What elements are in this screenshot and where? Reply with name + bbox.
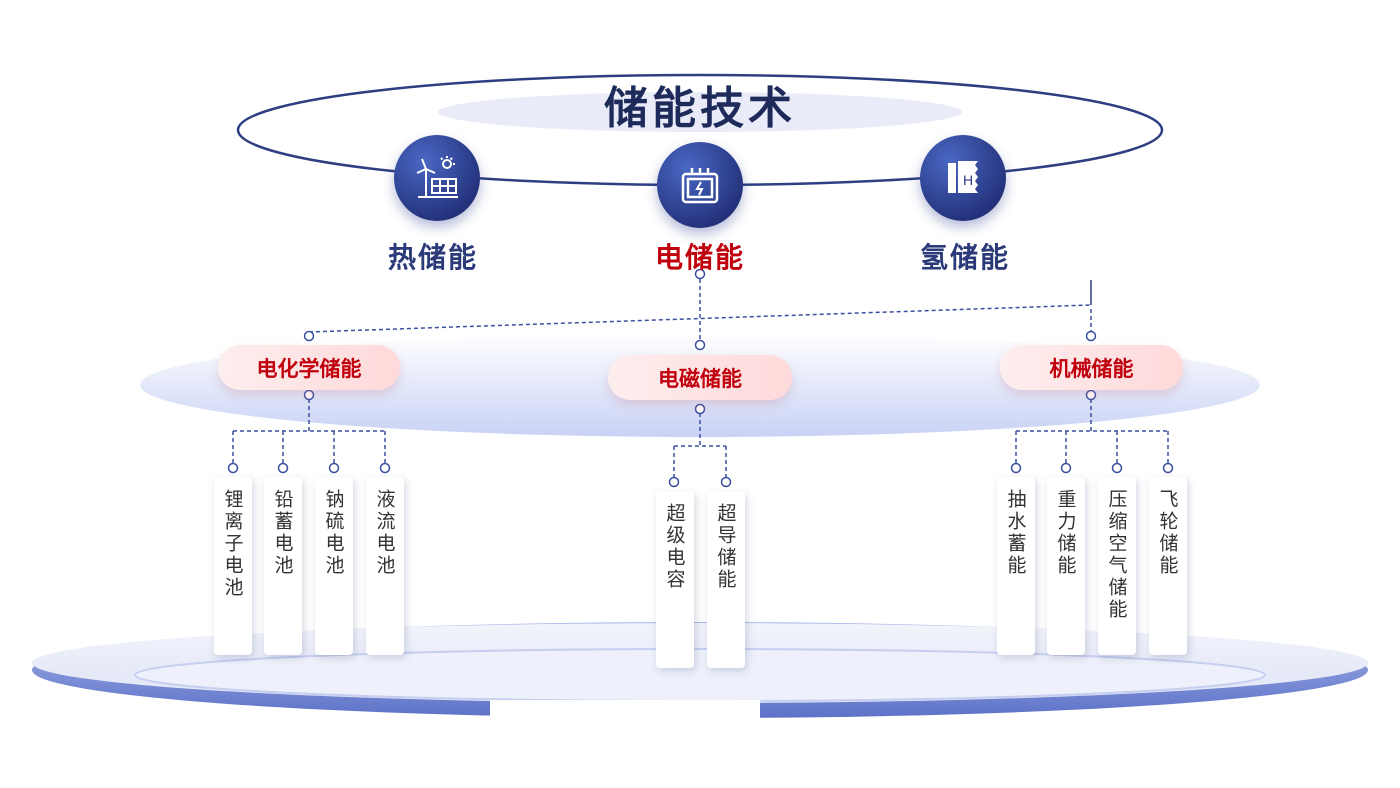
item-card: 液流电池 xyxy=(366,477,404,655)
battery-box-icon xyxy=(657,142,743,228)
wind-solar-icon xyxy=(394,135,480,221)
category-heat-storage: 热储能 xyxy=(387,241,478,274)
item-card: 铅蓄电池 xyxy=(264,477,302,655)
item-card: 超级电容 xyxy=(656,491,694,668)
hydrogen-tank-icon: H xyxy=(920,135,1006,221)
page-title: 储能技术 xyxy=(604,83,796,134)
svg-text:H: H xyxy=(963,172,973,188)
item-card: 超导储能 xyxy=(707,491,745,668)
sub-mechanical: 机械储能 xyxy=(1000,345,1183,390)
category-hydrogen-storage: 氢储能 xyxy=(919,241,1010,274)
item-card: 抽水蓄能 xyxy=(997,477,1035,655)
category-electric-storage: 电储能 xyxy=(654,241,745,274)
sub-electrochemical: 电化学储能 xyxy=(218,345,400,390)
item-card: 锂离子电池 xyxy=(214,477,252,655)
item-card: 钠硫电池 xyxy=(315,477,353,655)
sub-electromagnetic: 电磁储能 xyxy=(608,355,792,400)
connector-nodes xyxy=(227,268,1174,488)
item-card: 重力储能 xyxy=(1047,477,1085,655)
item-card: 飞轮储能 xyxy=(1149,477,1187,655)
item-card: 压缩空气储能 xyxy=(1098,477,1136,655)
